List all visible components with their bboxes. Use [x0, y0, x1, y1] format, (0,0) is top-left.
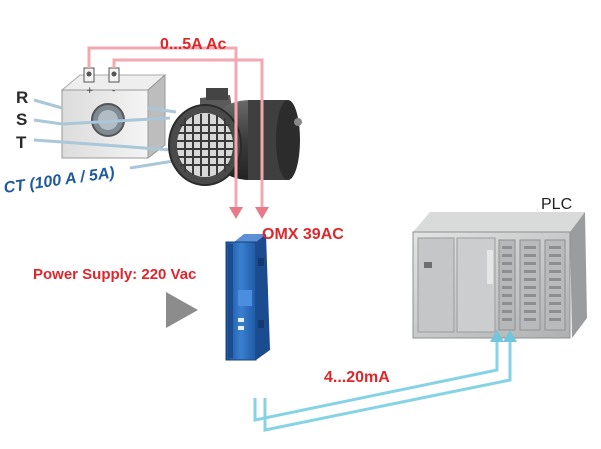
phase-lines	[33, 98, 181, 170]
current-transformer-icon: + -	[60, 67, 167, 160]
power-supply-label: Power Supply: 220 Vac	[33, 266, 197, 283]
device-model-label: OMX 39AC	[262, 226, 344, 243]
output-wire-2	[263, 338, 512, 432]
ct-signal-arrowheads	[229, 207, 269, 219]
svg-text:+: +	[86, 86, 94, 96]
ct-wire-positive	[87, 46, 238, 210]
electric-motor-icon	[168, 88, 302, 186]
output-signal-arrowheads	[490, 330, 517, 342]
output-signal-label: 4...20mA	[324, 369, 390, 386]
phase-t-label: T	[16, 133, 27, 152]
plc-icon	[412, 212, 587, 339]
plc-label: PLC	[541, 196, 573, 213]
power-input-arrow-icon	[166, 292, 198, 328]
phase-r-label: R	[16, 88, 29, 107]
output-wire-1	[253, 338, 499, 422]
output-signal-wires	[253, 338, 512, 432]
svg-text:-: -	[112, 86, 115, 96]
omx39ac-device-icon	[225, 234, 270, 361]
ct-signal-wires	[87, 46, 264, 210]
ct-signal-label: 0...5A Ac	[160, 36, 227, 53]
phase-s-label: S	[16, 110, 28, 129]
ct-wire-negative	[112, 58, 264, 210]
